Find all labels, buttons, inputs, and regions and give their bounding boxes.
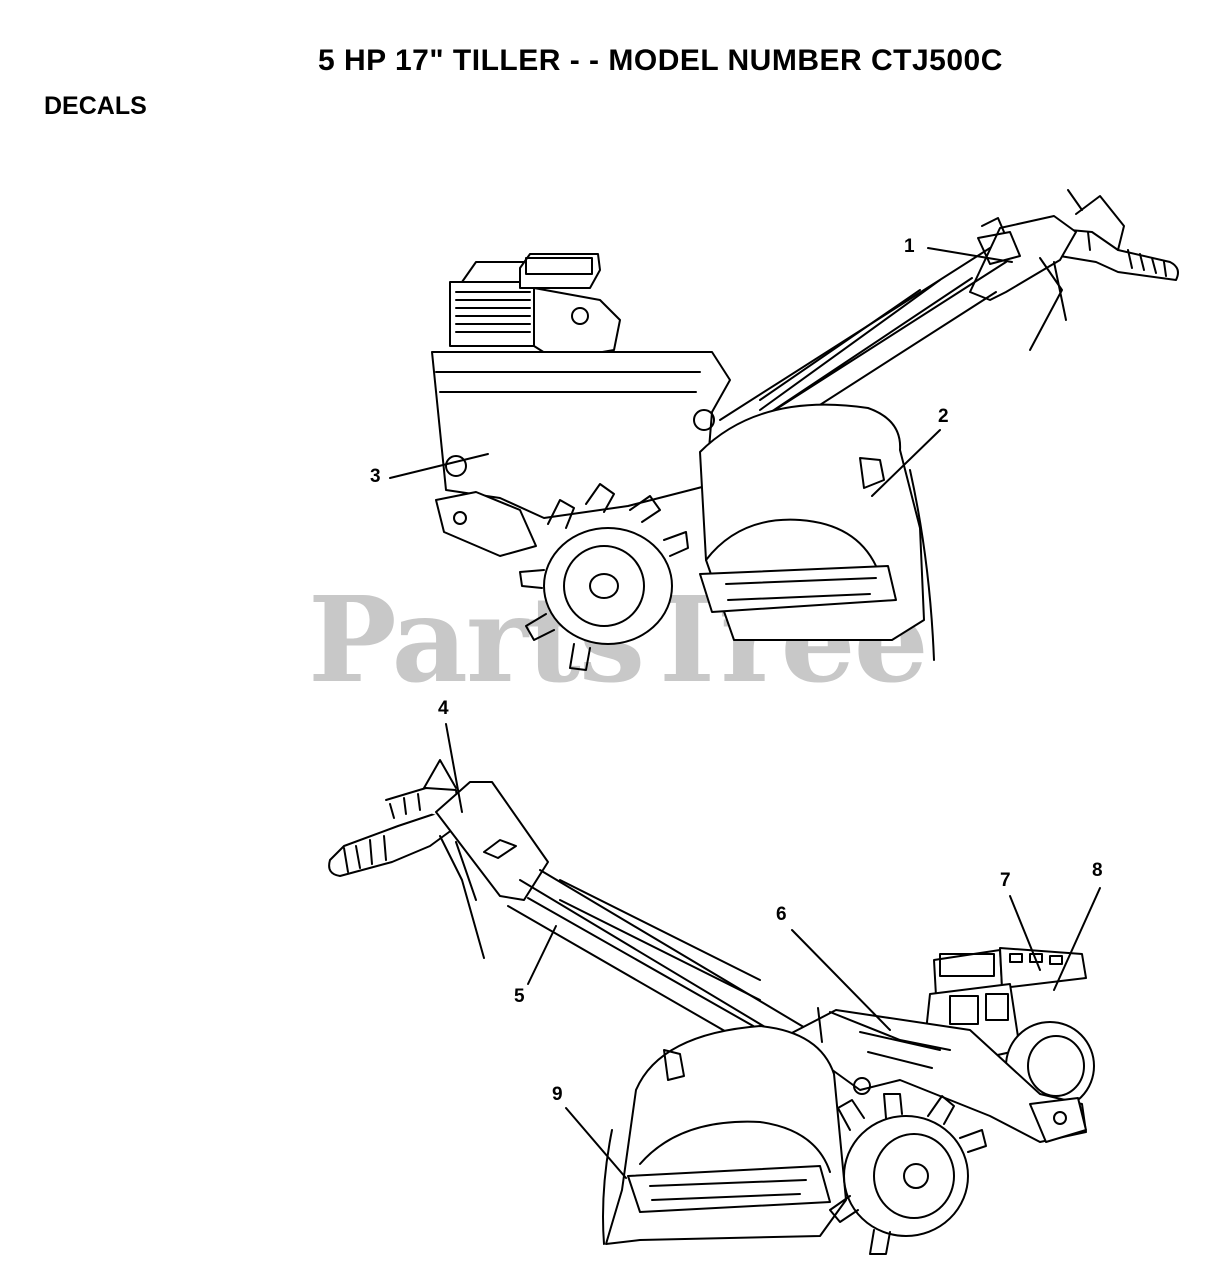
callout-5: 5 bbox=[514, 986, 525, 1007]
callout-2: 2 bbox=[938, 406, 949, 427]
callout-3: 3 bbox=[370, 466, 381, 487]
callout-4: 4 bbox=[438, 698, 449, 719]
callout-8: 8 bbox=[1092, 860, 1103, 881]
callout-9: 9 bbox=[552, 1084, 563, 1105]
callout-leaders-bottom bbox=[445, 723, 1101, 1179]
tiller-bottom-view bbox=[328, 759, 1095, 1255]
section-heading: DECALS bbox=[44, 92, 147, 120]
callout-6: 6 bbox=[776, 904, 787, 925]
callout-7: 7 bbox=[1000, 870, 1011, 891]
tiller-top-view bbox=[431, 189, 1179, 671]
callout-leaders-top bbox=[389, 247, 1013, 497]
callout-1: 1 bbox=[904, 236, 915, 257]
page-title: 5 HP 17" TILLER - - MODEL NUMBER CTJ500C bbox=[318, 44, 1003, 77]
